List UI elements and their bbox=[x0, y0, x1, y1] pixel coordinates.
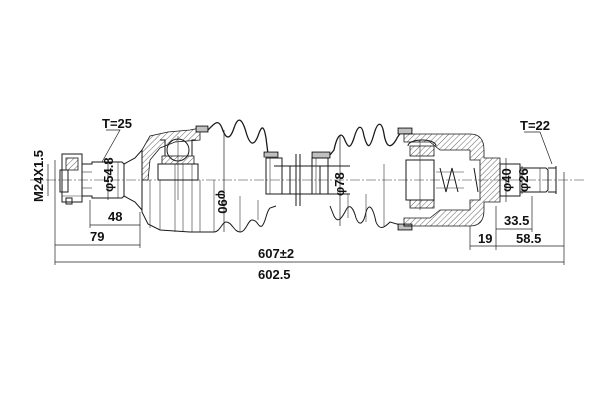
label-inner-stub-length: 33.5 bbox=[504, 213, 529, 228]
label-inner-stub-total: 58.5 bbox=[516, 231, 541, 246]
label-inner-boot-dia: φ78 bbox=[332, 172, 347, 196]
inner-boot bbox=[311, 123, 413, 231]
label-outer-seal-dia: φ54.8 bbox=[101, 157, 116, 192]
label-outer-stub-length: 48 bbox=[108, 209, 122, 224]
outer-cv-joint bbox=[141, 127, 201, 233]
label-inner-shaft-dia: φ26 bbox=[516, 168, 531, 192]
label-outer-boot-dia: φ90 bbox=[215, 190, 230, 214]
label-overall-length: 602.5 bbox=[258, 267, 291, 282]
intermediate-shaft bbox=[265, 154, 350, 206]
label-overall-length-tolerance: 607±2 bbox=[258, 246, 294, 261]
dimension-lines bbox=[47, 129, 565, 265]
label-outer-spline-teeth: T=25 bbox=[102, 116, 132, 131]
label-inner-seal-dia: φ40 bbox=[499, 168, 514, 192]
inner-tripod-joint bbox=[403, 133, 501, 227]
inner-stub-shaft bbox=[499, 163, 557, 197]
label-inner-flange-width: 19 bbox=[478, 231, 492, 246]
label-thread: M24X1.5 bbox=[31, 150, 46, 202]
label-inner-spline-teeth: T=22 bbox=[520, 118, 550, 133]
label-outer-to-joint-length: 79 bbox=[90, 229, 104, 244]
